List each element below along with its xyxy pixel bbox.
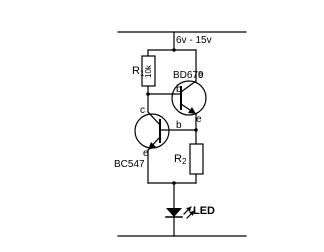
q1-collector-lead <box>180 80 197 93</box>
junction-dot-top <box>172 48 176 52</box>
q1-emitter-label: e <box>196 114 202 125</box>
led-label: LED <box>193 205 215 217</box>
q2-emitter-label: e <box>143 148 149 159</box>
q2-emitter-arrow <box>148 142 156 150</box>
junction-dot-r1 <box>146 92 150 96</box>
q2-part-label: BC547 <box>114 159 145 170</box>
q1-collector-label: c <box>198 70 203 81</box>
q2-collector-label: c <box>140 105 145 116</box>
r1-value-label: 10k <box>144 64 153 78</box>
q1-base-label: b <box>176 84 182 95</box>
junction-dot-bottom <box>172 181 176 185</box>
q2-body <box>134 113 170 149</box>
led-ray-arrow-2 <box>189 211 194 216</box>
led-ray-arrow-1 <box>186 207 191 212</box>
led-triangle <box>166 208 182 217</box>
junction-dot-q2-base <box>194 128 198 132</box>
q1-part-label: BD679 <box>173 70 204 81</box>
supply-voltage-label: 6v - 15v <box>176 35 212 46</box>
resistor-r2 <box>189 143 204 175</box>
q1-emitter-arrow <box>188 107 196 114</box>
r2-label: R2 <box>174 153 187 166</box>
transistor-q2 <box>134 111 197 151</box>
q2-collector-lead <box>147 111 161 126</box>
transistor-q1 <box>171 80 207 116</box>
q1-body <box>171 80 207 116</box>
q2-base-label: b <box>176 120 182 131</box>
r1-label: R1 <box>132 65 145 78</box>
led <box>165 206 195 219</box>
